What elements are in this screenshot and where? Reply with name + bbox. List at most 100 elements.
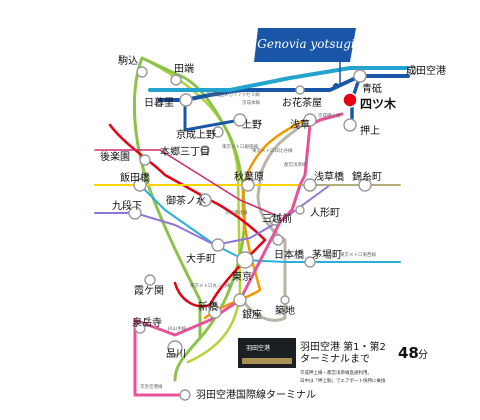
label-haneda: 羽田空港国際線ターミナル	[196, 388, 316, 401]
marker-kinshicho	[358, 178, 372, 192]
marker-tokyo	[236, 251, 254, 269]
label-ningyocho: 人形町	[310, 207, 340, 219]
label-yotsugi: 四ツ木	[360, 96, 397, 111]
photo-lights	[242, 358, 292, 364]
marker-sengakuji	[134, 322, 146, 334]
line-label-keisei-oshiage: 京成押上線	[318, 112, 341, 119]
marker-komagome	[136, 66, 148, 78]
brand-callout: Genovia yotsugi	[254, 28, 356, 86]
line-label-marunouchi: 東京メトロ丸ノ内線	[190, 282, 231, 289]
label-ueno: 上野	[242, 119, 262, 131]
label-mitsukoshimae: 三越前	[262, 212, 292, 225]
label-narita: 成田空港	[406, 64, 446, 77]
marker-tsukiji	[280, 295, 290, 305]
brand-name: Genovia yotsugi	[257, 37, 355, 51]
line-keihin	[140, 56, 242, 364]
line-hibiya	[238, 118, 312, 322]
marker-brand-point	[333, 83, 339, 89]
marker-kudanshita	[128, 206, 142, 220]
line-labels: 京成成田スカイアクセス線 京成本線 京成押上線 都営浅草線 東京メトロ日比谷線 …	[140, 91, 376, 390]
line-keisei-ueno	[183, 98, 242, 132]
marker-haneda	[179, 389, 191, 401]
line-keisei-access	[148, 66, 412, 92]
label-akihabara: 秋葉原	[234, 170, 264, 183]
line-label-tozai: 東京メトロ東西線	[340, 251, 376, 258]
marker-yotsugi	[342, 92, 358, 108]
label-tabata: 田端	[174, 62, 194, 75]
label-kasumigaseki: 霞ケ関	[134, 285, 164, 297]
line-hanzomon	[94, 184, 381, 246]
marker-keiseiueno	[212, 126, 224, 138]
marker-nippori	[179, 93, 193, 107]
marker-tabata	[170, 74, 182, 86]
label-kinshicho: 錦糸町	[352, 170, 382, 183]
line-label-keihin: 京浜東北線	[225, 209, 248, 216]
label-asakusa: 浅草	[290, 118, 310, 131]
line-oedo	[94, 149, 276, 216]
panel-minutes: 48	[398, 344, 419, 362]
line-label-hibiya: 東京メトロ日比谷線	[252, 147, 293, 154]
line-label-keisei-access: 京成成田スカイアクセス線	[206, 91, 260, 98]
marker-aoto	[353, 69, 367, 83]
label-hongo: 本郷三丁目	[160, 145, 210, 158]
marker-hongo	[200, 145, 210, 155]
line-yamanote	[132, 56, 246, 382]
line-label-yamanote: JR山手線	[167, 325, 186, 332]
marker-korakuen	[139, 154, 151, 166]
label-nihonbashi: 日本橋	[274, 248, 304, 261]
panel-unit: 分	[418, 349, 428, 361]
line-marunouchi	[108, 123, 267, 308]
station-labels: 駒込 田端 日暮里 京成上野 上野 お花茶屋 青砥 成田空港 四ツ木 押上 浅草…	[100, 55, 446, 401]
label-ginza: 銀座	[242, 308, 262, 321]
panel-note1: 京成押上線・都営浅草線直通利用。	[300, 369, 372, 376]
marker-kuramae	[303, 178, 317, 192]
label-aoto: 青砥	[362, 82, 382, 95]
label-shinbashi: 新橋	[198, 300, 218, 313]
label-korakuen: 後楽園	[100, 150, 130, 163]
label-ohanajaya: お花茶屋	[282, 96, 322, 109]
marker-ochanomizu	[198, 193, 212, 207]
marker-narita	[407, 65, 417, 75]
marker-asakusa	[303, 113, 317, 127]
marker-shinagawa	[167, 340, 183, 356]
label-ochanomizu: 御茶ノ水	[166, 194, 206, 207]
marker-otemachi	[211, 238, 225, 252]
line-label-asakusa: 都営浅草線	[284, 161, 307, 168]
label-keiseiueno: 京成上野	[176, 128, 216, 141]
panel-title-line2: ターミナルまで	[300, 353, 370, 365]
marker-iidabashi	[133, 178, 147, 192]
marker-shinbashi	[208, 305, 222, 319]
line-label-keisei-main: 京成本線	[242, 99, 260, 106]
label-otemachi: 大手町	[186, 252, 216, 265]
marker-kasumigaseki	[144, 274, 156, 286]
station-markers	[128, 65, 417, 401]
photo-label: 羽田空港	[246, 344, 270, 352]
marker-ginza	[233, 293, 247, 307]
label-nippori: 日暮里	[144, 96, 174, 109]
panel-title-line1: 羽田空港 第1・第2	[300, 340, 386, 353]
marker-oshiage	[343, 118, 357, 132]
label-sengakuji: 泉岳寺	[132, 316, 162, 329]
marker-mitsukoshimae	[269, 214, 281, 226]
line-label-keikyu: 京急空港線	[140, 383, 163, 390]
label-kayabacho: 茅場町	[312, 248, 342, 261]
panel-note2: 日中は「押上駅」でエアポート快特に乗換	[300, 377, 386, 384]
marker-nihonbashi	[272, 234, 284, 246]
marker-kayabacho	[304, 256, 316, 268]
label-komagome: 駒込	[118, 55, 138, 67]
brand-box	[254, 28, 356, 62]
line-label-ginza: 東京メトロ銀座線	[222, 143, 258, 150]
marker-ningyocho	[295, 205, 305, 215]
marker-akihabara	[241, 178, 255, 192]
label-kuramae: 浅草橋	[314, 170, 344, 183]
label-iidabashi: 飯田橋	[120, 171, 150, 184]
label-tsukiji: 築地	[275, 304, 295, 317]
marker-ueno	[233, 113, 247, 127]
label-oshiage: 押上	[360, 124, 380, 137]
marker-ohanajaya	[295, 85, 305, 95]
label-tokyo: 東京	[232, 270, 252, 283]
info-panel: 羽田空港 羽田空港 第1・第2 ターミナルまで 48 分 京成押上線・都営浅草線…	[238, 338, 428, 384]
label-shinagawa: 品川	[166, 348, 186, 360]
label-kudanshita: 九段下	[112, 199, 142, 212]
